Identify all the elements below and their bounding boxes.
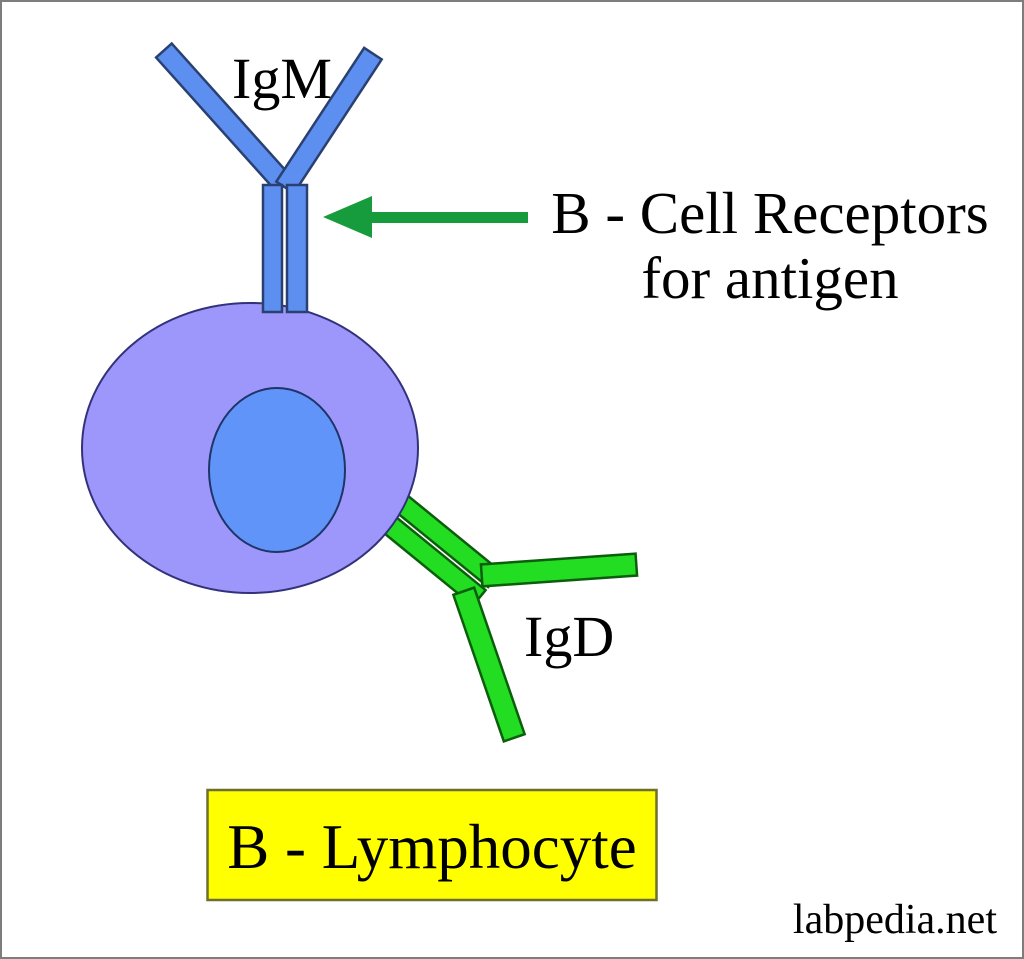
watermark: labpedia.net <box>793 897 997 943</box>
caption-box <box>206 788 658 902</box>
igm-arm-right <box>274 46 384 195</box>
receptor-note-line1: B - Cell Receptors <box>551 180 989 246</box>
igd-arm-right <box>479 552 639 588</box>
igd-label: IgD <box>524 604 614 669</box>
igd-arm-down <box>451 586 527 743</box>
igm-label: IgM <box>232 46 332 111</box>
cell-caption-label: B - Lymphocyte <box>227 812 636 882</box>
annotation-arrow-icon <box>323 196 528 238</box>
receptor-note-line2: for antigen <box>641 245 898 311</box>
igm-stem-bar-left <box>261 183 284 314</box>
cell-nucleus <box>208 387 346 553</box>
igd-receptor <box>370 487 639 743</box>
igm-receptor <box>154 41 384 314</box>
igm-stem-bar-right <box>285 183 309 314</box>
